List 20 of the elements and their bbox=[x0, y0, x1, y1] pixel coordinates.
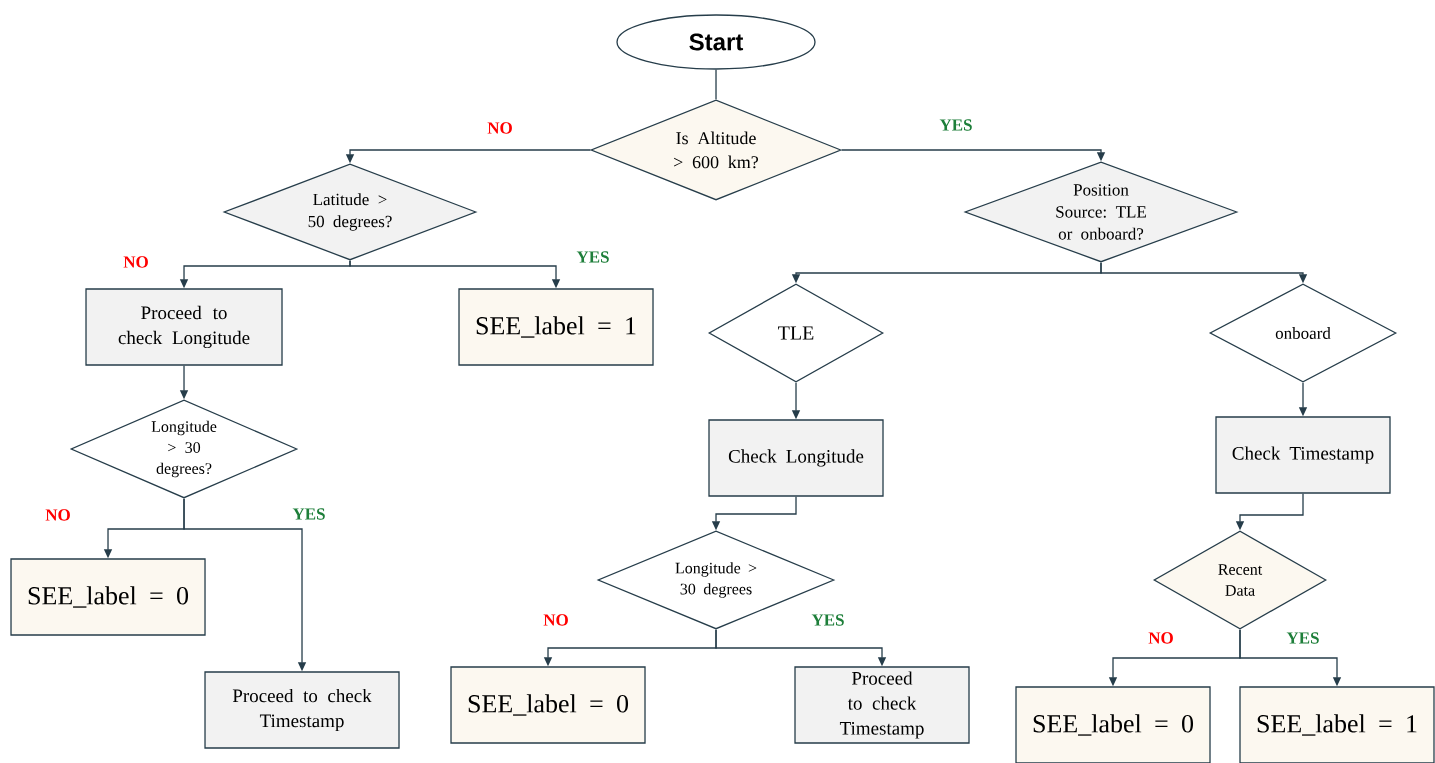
process-box: SEE_label = 1 bbox=[1239, 686, 1435, 763]
process-box: SEE_label = 0 bbox=[10, 558, 206, 636]
start-terminal: Start bbox=[616, 14, 816, 70]
process-box: Proceed to check Timestamp bbox=[204, 671, 400, 749]
process-box: SEE_label = 0 bbox=[1015, 686, 1211, 763]
process-box: Proceed to check Longitude bbox=[85, 288, 283, 366]
edge-label: YES bbox=[575, 250, 611, 264]
edge-label: NO bbox=[486, 121, 514, 135]
process-box: SEE_label = 0 bbox=[450, 666, 646, 744]
process-box: Check Timestamp bbox=[1215, 416, 1391, 494]
edge-label: YES bbox=[291, 507, 327, 521]
process-box: SEE_label = 1 bbox=[458, 288, 654, 366]
edge-label: YES bbox=[1285, 631, 1321, 645]
edge-label: NO bbox=[44, 508, 72, 522]
edge-label: NO bbox=[1147, 631, 1175, 645]
process-box: Check Longitude bbox=[708, 419, 884, 497]
edge-label: NO bbox=[542, 613, 570, 627]
edge-label: NO bbox=[122, 255, 150, 269]
edge-label: YES bbox=[938, 118, 974, 132]
process-box: Proceed to check Timestamp bbox=[794, 666, 970, 744]
